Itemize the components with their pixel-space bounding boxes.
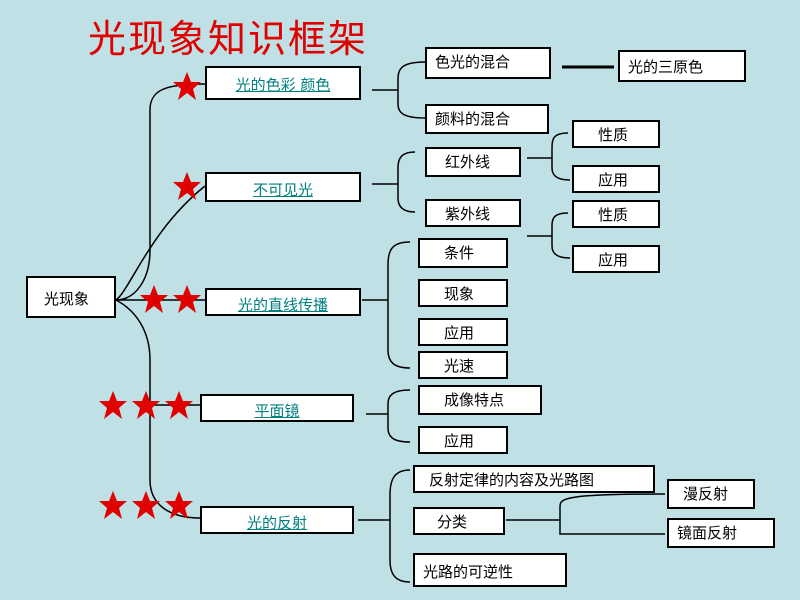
node-uv-property: 性质 (572, 200, 660, 228)
node-light-speed: 光速 (418, 351, 508, 379)
branch-reflection[interactable]: 光的反射 (200, 506, 354, 534)
branch-plane-mirror[interactable]: 平面镜 (200, 394, 354, 422)
node-ultraviolet: 紫外线 (425, 199, 521, 227)
root-node: 光现象 (26, 276, 116, 318)
node-reversibility: 光路的可逆性 (413, 553, 567, 587)
branch-straight-line[interactable]: 光的直线传播 (205, 288, 361, 316)
node-diffuse-reflection: 漫反射 (667, 479, 755, 509)
node-infrared: 红外线 (425, 147, 521, 177)
node-phenomenon: 现象 (418, 279, 508, 307)
node-color-mixing: 色光的混合 (425, 47, 551, 79)
branch-invisible-light[interactable]: 不可见光 (205, 172, 361, 202)
node-mirror-application: 应用 (418, 426, 508, 454)
star-icon (173, 172, 201, 200)
star-icon (165, 391, 193, 419)
star-icon (132, 391, 160, 419)
star-icon (140, 285, 168, 313)
star-icon (132, 491, 160, 519)
node-specular-reflection: 镜面反射 (667, 518, 775, 548)
node-reflection-law: 反射定律的内容及光路图 (413, 465, 655, 493)
page-title: 光现象知识框架 (88, 17, 369, 61)
branch-color[interactable]: 光的色彩 颜色 (205, 66, 361, 100)
node-ir-application: 应用 (572, 165, 660, 193)
node-straight-application: 应用 (418, 318, 508, 346)
star-icon (173, 285, 201, 313)
star-icon (99, 491, 127, 519)
node-image-features: 成像特点 (418, 385, 542, 415)
node-pigment-mixing: 颜料的混合 (425, 104, 549, 134)
star-icon (99, 391, 127, 419)
node-primary-colors: 光的三原色 (618, 50, 746, 82)
star-icon (165, 491, 193, 519)
node-classification: 分类 (413, 507, 505, 535)
star-icon (173, 72, 201, 100)
node-uv-application: 应用 (572, 245, 660, 273)
node-condition: 条件 (418, 238, 508, 268)
node-ir-property: 性质 (572, 120, 660, 148)
